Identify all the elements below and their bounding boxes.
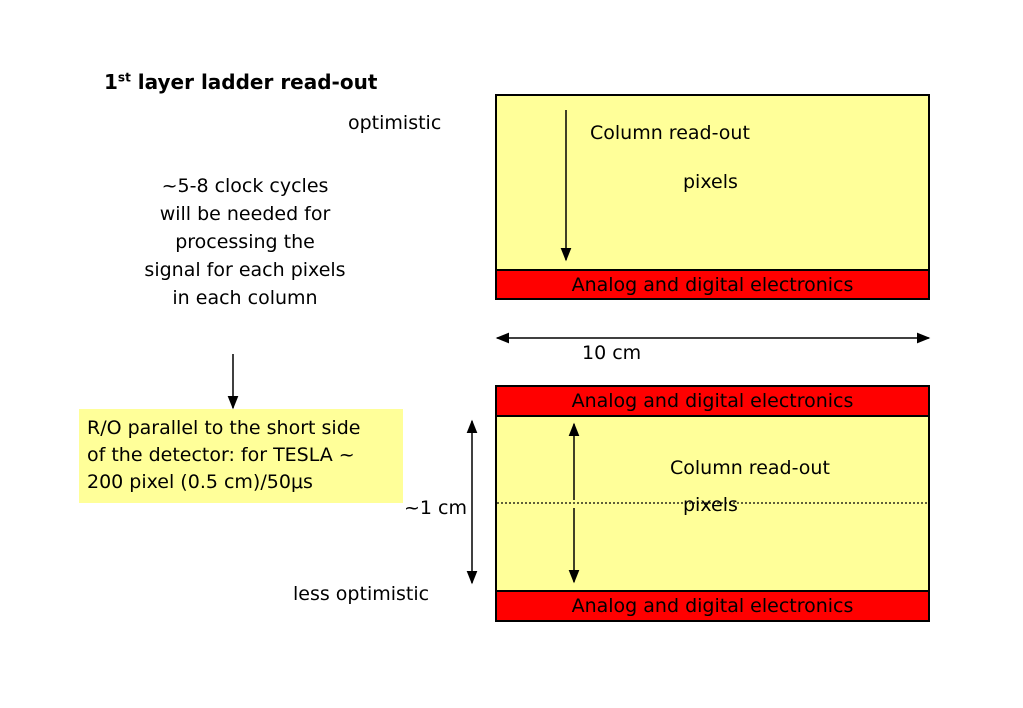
note-line: of the detector: for TESLA ~	[87, 444, 355, 466]
bottom-bottom-electronics-label: Analog and digital electronics	[571, 595, 854, 617]
bottom-top-electronics-strip: Analog and digital electronics	[495, 385, 930, 417]
explanation-line: in each column	[172, 287, 318, 309]
tesla-note-box: R/O parallel to the short side of the de…	[79, 409, 403, 503]
top-pixels-label: pixels	[683, 171, 738, 193]
height-label: ~1 cm	[404, 497, 468, 519]
top-electronics-strip: Analog and digital electronics	[495, 269, 930, 300]
title-prefix: 1	[104, 70, 118, 94]
bottom-column-readout-label: Column read-out	[670, 457, 830, 479]
top-column-readout-label: Column read-out	[590, 122, 750, 144]
top-pixel-area	[495, 94, 930, 271]
bottom-top-electronics-label: Analog and digital electronics	[571, 390, 854, 412]
explanation-line: processing the	[175, 231, 315, 253]
note-line3-text: 200 pixel (0.5 cm)/50	[87, 471, 291, 493]
width-label: 10 cm	[582, 342, 642, 364]
explanation-line: ~5-8 clock cycles	[161, 175, 329, 197]
note-line: 200 pixel (0.5 cm)/50μs	[87, 469, 395, 496]
title-text: layer ladder read-out	[130, 70, 378, 94]
mu-symbol: μ	[290, 471, 304, 493]
slide-title: 1st layer ladder read-out	[104, 70, 377, 94]
explanation-line: will be needed for	[159, 203, 331, 225]
less-optimistic-label: less optimistic	[293, 583, 430, 605]
title-superscript: st	[117, 70, 131, 85]
optimistic-label: optimistic	[348, 112, 442, 134]
explanation-line: signal for each pixels	[144, 259, 346, 281]
bottom-bottom-electronics-strip: Analog and digital electronics	[495, 590, 930, 622]
note-line3-unit: s	[303, 471, 313, 493]
explanation-text: ~5-8 clock cycles will be needed for pro…	[120, 172, 370, 312]
note-line: R/O parallel to the short side	[87, 417, 361, 439]
top-electronics-label: Analog and digital electronics	[571, 273, 854, 296]
bottom-pixels-label: pixels	[683, 494, 738, 516]
